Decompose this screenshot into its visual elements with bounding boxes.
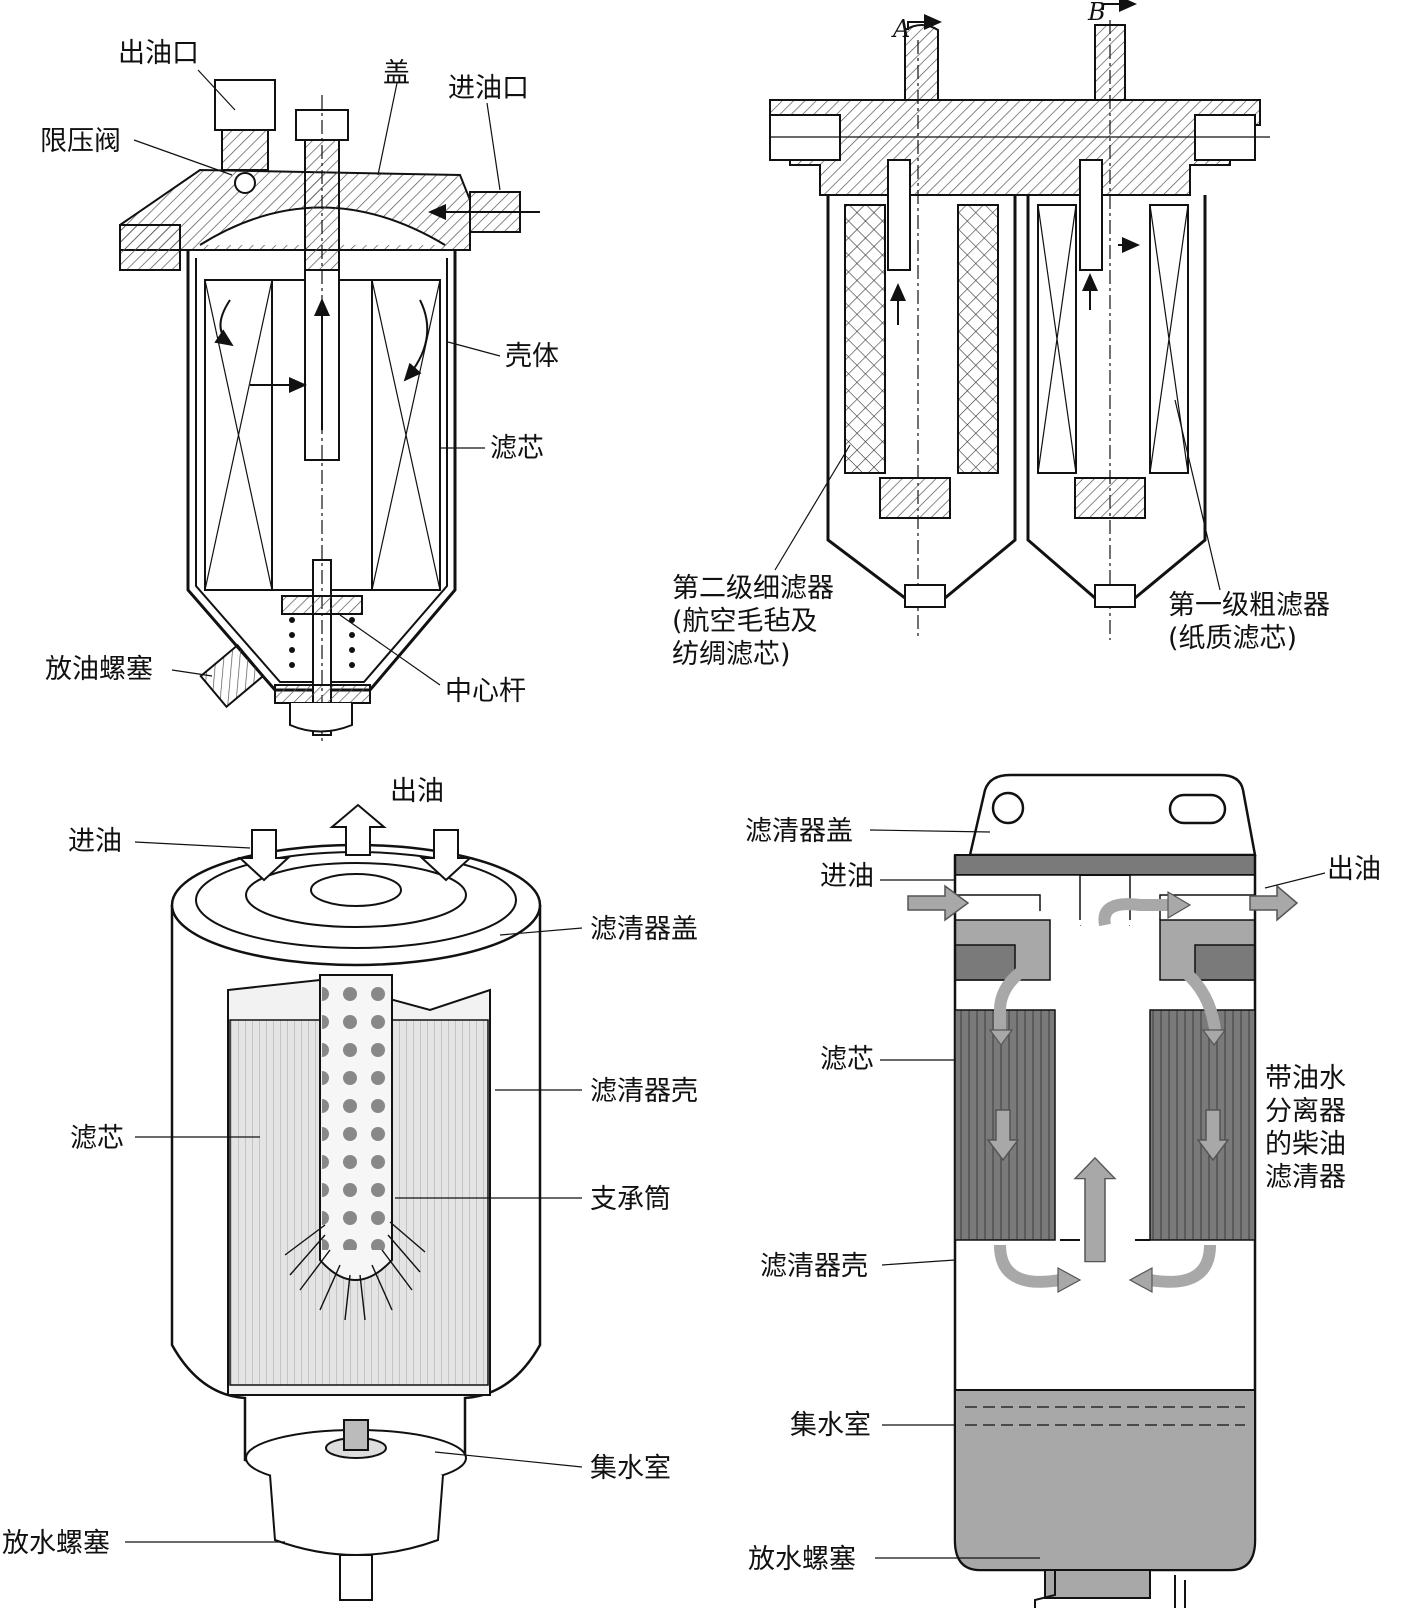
caption-line-1: 带油水 [1265, 1063, 1346, 1094]
label-fine-filter-3: 纺绸滤芯) [672, 639, 791, 670]
label-oil-in: 进油 [820, 861, 874, 892]
label-coarse-filter-1: 第一级粗滤器 [1168, 590, 1330, 621]
diagram-3-spin-on-filter: 出油 进油 滤清器盖 滤清器壳 滤芯 支承筒 集水室 放水螺塞 [2, 776, 698, 1601]
label-oil-out: 出油 [1327, 854, 1381, 885]
label-relief-valve: 限压阀 [40, 126, 121, 157]
label-drain-plug: 放水螺塞 [2, 1528, 110, 1559]
label-outlet: 出油口 [118, 38, 199, 69]
label-section-a: A [891, 15, 910, 43]
label-filter-shell: 滤清器壳 [590, 1076, 698, 1107]
label-filter-cover: 滤清器盖 [590, 914, 698, 945]
label-fine-filter-2: (航空毛毡及 [672, 606, 818, 637]
label-drain-plug: 放油螺塞 [45, 654, 153, 685]
label-center-rod: 中心杆 [445, 676, 526, 707]
label-oil-out: 出油 [390, 776, 444, 807]
label-coarse-filter-2: (纸质滤芯) [1168, 623, 1297, 654]
label-support-tube: 支承筒 [590, 1184, 671, 1215]
label-section-b: B [1087, 0, 1106, 26]
label-element: 滤芯 [490, 433, 544, 464]
diagram-4-water-separator-filter: 滤清器盖 进油 出油 滤芯 滤清器壳 集水室 放水螺塞 带油水 分离器 的柴油 … [745, 773, 1381, 1608]
label-housing: 壳体 [505, 341, 559, 372]
label-element: 滤芯 [820, 1044, 874, 1075]
label-fine-filter-1: 第二级细滤器 [672, 573, 834, 604]
label-element: 滤芯 [70, 1123, 124, 1154]
caption-line-3: 的柴油 [1265, 1129, 1346, 1160]
label-filter-cover: 滤清器盖 [745, 816, 853, 847]
caption-line-4: 滤清器 [1265, 1162, 1346, 1193]
label-water-chamber: 集水室 [790, 1410, 871, 1441]
label-oil-in: 进油 [68, 826, 122, 857]
label-inlet: 进油口 [448, 73, 529, 104]
label-cover: 盖 [383, 58, 410, 89]
diagram-2-two-stage-filter: A B 第二级细滤器 (航空毛毡及 纺绸滤芯) 第一级粗滤器 (纸质滤芯) [672, 0, 1330, 670]
label-filter-shell: 滤清器壳 [760, 1251, 868, 1282]
label-water-chamber: 集水室 [590, 1453, 671, 1484]
label-drain-plug: 放水螺塞 [748, 1544, 856, 1575]
caption-line-2: 分离器 [1265, 1096, 1346, 1127]
diagram-1-single-stage-filter: 出油口 盖 进油口 限压阀 壳体 滤芯 放油螺塞 中心杆 [40, 38, 559, 745]
